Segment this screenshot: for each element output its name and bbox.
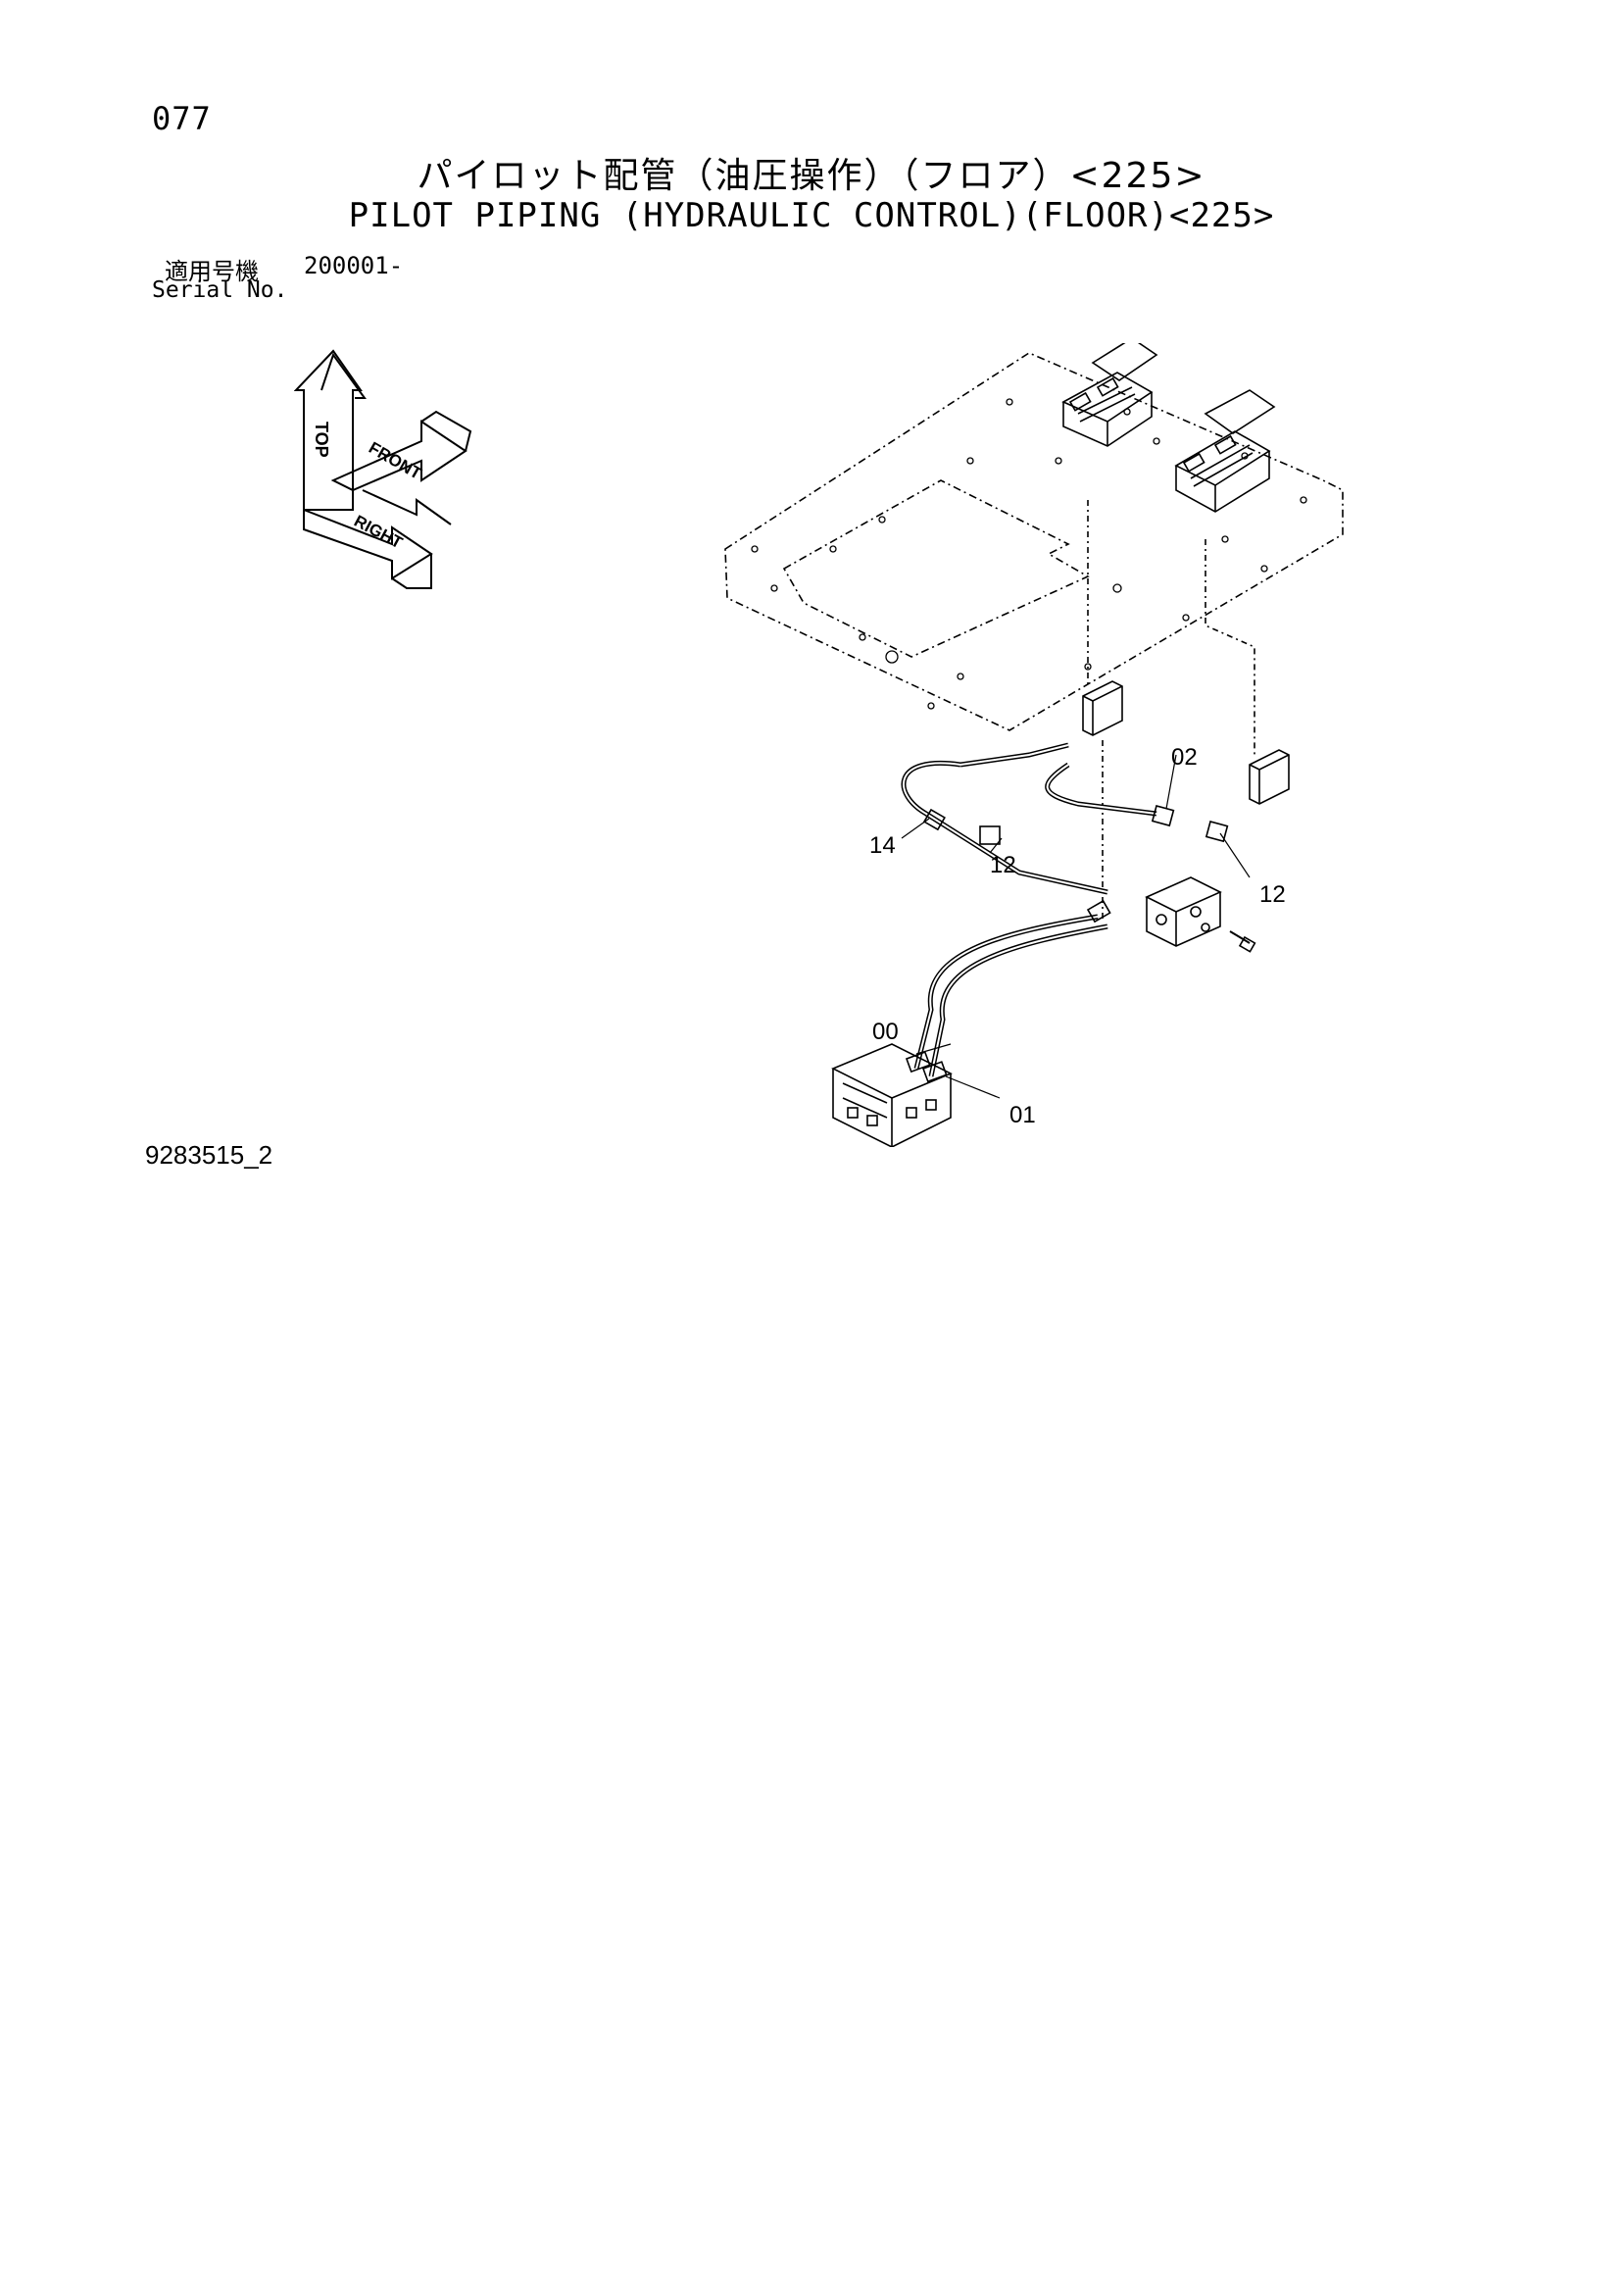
orientation-indicator: TOP FRONT RIGHT [294,349,472,589]
callout-01: 01 [1009,1102,1036,1128]
bolt [1229,930,1251,944]
leader-14 [901,818,930,839]
fitting-14 [922,808,946,831]
page-number: 077 [152,100,212,137]
serial-label-english: Serial No. [152,277,288,303]
callout-12-right: 12 [1259,881,1286,908]
leader-01 [945,1075,1001,1099]
callout-12-left: 12 [990,852,1016,878]
left-pedal-valve [1061,343,1158,447]
orient-front-label: FRONT [366,438,425,483]
leader-line-right [1205,539,1255,755]
drawing-code: 9283515_2 [145,1140,273,1170]
floor-holes [751,398,1307,710]
floor-cutout [782,479,1090,658]
callout-02: 02 [1171,744,1198,771]
orient-top-label: TOP [312,422,331,458]
title-english: PILOT PIPING (HYDRAULIC CONTROL)(FLOOR)<… [348,196,1275,235]
orient-right-label: RIGHT [351,512,406,553]
leader-12-left [989,837,1003,854]
upper-left-fitting [1082,680,1123,736]
serial-label-japanese: 適用号機 [165,258,259,285]
front-arrow-shape [330,420,467,492]
leader-02 [1165,754,1177,810]
fitting-upper-hose [1086,899,1111,923]
floor-plate-outline [724,352,1344,731]
hose-01-outer [928,923,1108,1077]
control-valve [831,1043,953,1147]
leader-12-right [1219,832,1251,878]
right-pedal-valve [1174,389,1276,513]
title-japanese: パイロット配管（油圧操作）（フロア）<225> [417,156,1206,196]
callout-14: 14 [869,832,896,859]
callout-00: 00 [872,1019,899,1045]
pilot-piping-diagram: 02 14 12 12 00 01 [724,343,1344,1147]
fitting-02 [1151,805,1175,827]
fitting-12-right [1205,821,1229,843]
right-arrow-shape [303,508,433,580]
valve-block [1145,876,1222,947]
serial-value: 200001- [304,252,404,279]
leader-00 [915,1043,952,1055]
fitting-12-left [979,825,1001,845]
upper-right-fitting [1249,749,1290,805]
